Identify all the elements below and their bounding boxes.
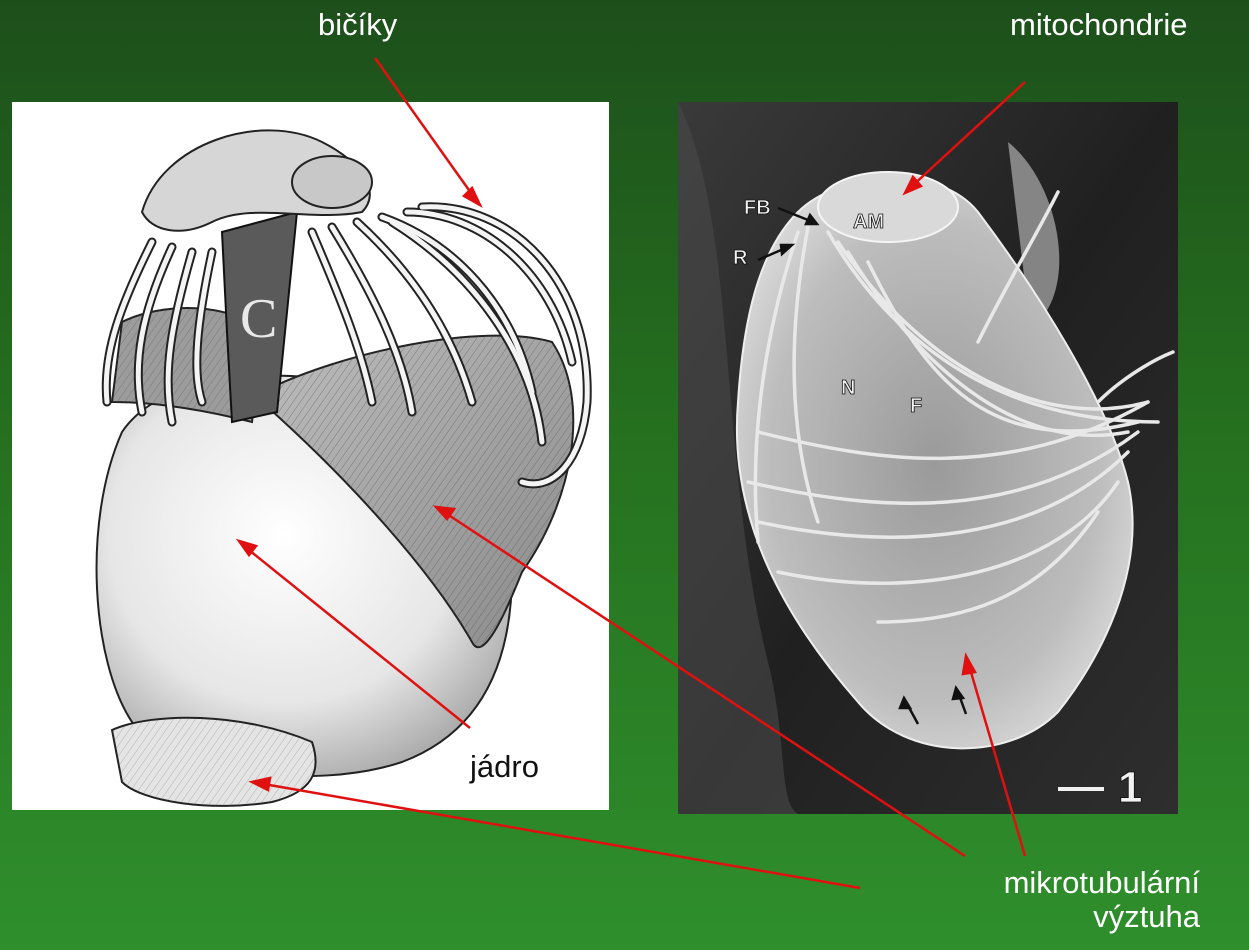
sem-micrograph: FB AM R N F 1	[678, 102, 1178, 814]
sem-label-fb: FB	[744, 197, 771, 219]
scale-bar	[1058, 787, 1104, 791]
sem-label-n: N	[841, 377, 855, 399]
cell-drawing: C	[12, 102, 609, 810]
flagella-label: bičíky	[318, 8, 397, 42]
microtubular-label-line2: výztuha	[860, 900, 1200, 934]
sem-micrograph-panel: FB AM R N F 1	[678, 102, 1178, 814]
sem-scale-label: 1	[1118, 763, 1142, 812]
cell-drawing-panel: C	[12, 102, 609, 810]
nucleus-label: jádro	[470, 750, 539, 784]
sem-label-f: F	[910, 395, 922, 417]
microtubular-label-line1: mikrotubulární	[860, 866, 1200, 900]
microtubular-label: mikrotubulární výztuha	[860, 866, 1200, 934]
svg-text:C: C	[240, 288, 277, 350]
sem-label-r: R	[733, 247, 748, 269]
sem-label-am: AM	[853, 211, 884, 233]
mitochondria-label: mitochondrie	[1010, 8, 1187, 42]
